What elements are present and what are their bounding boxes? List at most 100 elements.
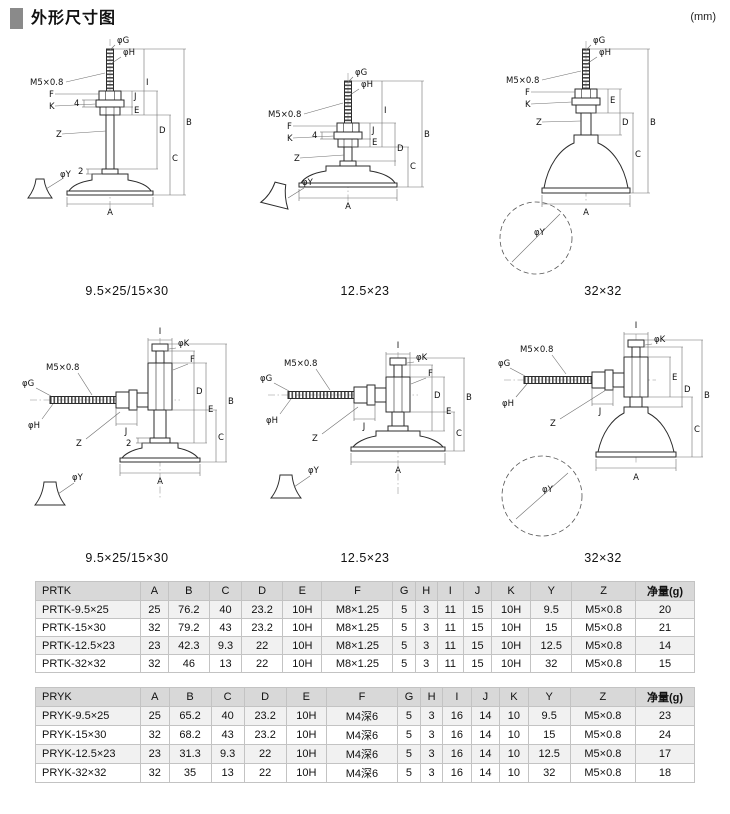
- value-cell: 9.5: [527, 706, 571, 726]
- value-cell: 3: [420, 744, 444, 764]
- value-cell: 23: [140, 636, 169, 655]
- dimension-drawing-horizontal-small: I φK F M5×0.8 φG φH J Z 2 D E B C A φY: [22, 327, 234, 506]
- value-cell: 10H: [490, 654, 532, 673]
- value-cell: M8×1.25: [321, 600, 394, 619]
- value-cell: 12.5: [530, 636, 573, 655]
- dimension-drawing-upright-small: φG φH M5×0.8 F K 4 Z 2 J E I D C B A φY: [26, 36, 192, 218]
- dim-Z-label: Z: [294, 154, 300, 164]
- column-header: D: [243, 687, 287, 707]
- dim-phiH-label: φH: [361, 80, 373, 90]
- page-header: 外形尺寸图 (mm): [0, 0, 730, 31]
- dimension-labels: I φK M5×0.8 φG φH J Z E D B C A φY: [498, 321, 710, 495]
- fitting-body: [259, 73, 397, 210]
- column-header: A: [140, 687, 170, 707]
- diagram-horizontal-12.5x23: I φK F M5×0.8 φG φH J Z D E B C A φY 12.…: [246, 300, 484, 565]
- value-cell: 21: [635, 618, 695, 637]
- dimension-labels: I φK F M5×0.8 φG φH J Z D E B C A φY: [260, 341, 472, 476]
- column-header: Z: [571, 581, 636, 601]
- value-cell: 43: [208, 618, 243, 637]
- value-cell: 10: [499, 725, 529, 745]
- dim-E-label: E: [610, 96, 615, 106]
- value-cell: 5: [396, 706, 422, 726]
- value-cell: 10H: [490, 636, 532, 655]
- value-cell: 16: [442, 725, 472, 745]
- value-cell: 11: [436, 654, 465, 673]
- dim-phiY-label: φY: [72, 473, 84, 483]
- value-cell: 14: [470, 725, 501, 745]
- fitting-body: [29, 338, 200, 506]
- column-header: F: [325, 687, 398, 707]
- value-cell: 10: [499, 763, 529, 783]
- model-cell: PRTK-32×32: [35, 654, 141, 673]
- model-cell: PRTK-15×30: [35, 618, 141, 637]
- value-cell: 23.2: [241, 618, 284, 637]
- dim-phiG-label: φG: [260, 374, 272, 384]
- model-cell: PRYK-9.5×25: [35, 706, 141, 726]
- value-cell: 10H: [282, 654, 323, 673]
- value-cell: 12.5: [527, 744, 571, 764]
- value-cell: 11: [436, 600, 465, 619]
- dim-C-label: C: [635, 150, 641, 160]
- dim-A-label: A: [395, 466, 401, 476]
- unit-label: (mm): [690, 11, 716, 23]
- dim-F-label: F: [428, 369, 433, 379]
- column-header: K: [499, 687, 529, 707]
- dim-B-label: B: [228, 397, 234, 407]
- value-cell: 32: [530, 654, 573, 673]
- dim-E-label: E: [208, 405, 213, 415]
- value-cell: 5: [396, 725, 422, 745]
- dim-D-label: D: [622, 118, 629, 128]
- value-cell: 3: [420, 706, 444, 726]
- value-cell: 32: [140, 618, 169, 637]
- diagram-caption: 12.5×23: [340, 284, 390, 298]
- dim-K-label: K: [287, 134, 293, 144]
- value-cell: 13: [210, 763, 245, 783]
- column-header: D: [241, 581, 284, 601]
- dim-phiK-label: φK: [654, 335, 666, 345]
- column-header: E: [282, 581, 323, 601]
- value-cell: 10: [499, 744, 529, 764]
- value-cell: 10H: [490, 600, 532, 619]
- dim-phiG-label: φG: [117, 36, 129, 46]
- dim-phiG-label: φG: [355, 68, 367, 78]
- value-cell: M5×0.8: [571, 600, 636, 619]
- dim-phiH-label: φH: [502, 399, 514, 409]
- dim-phiY-label: φY: [60, 170, 72, 180]
- value-cell: 9.3: [210, 744, 245, 764]
- diagram-caption: 9.5×25/15×30: [85, 551, 169, 565]
- table-series-name: PRYK: [35, 687, 141, 707]
- model-cell: PRYK-12.5×23: [35, 744, 141, 764]
- value-cell: 5: [396, 744, 422, 764]
- dim-D-label: D: [434, 391, 441, 401]
- value-cell: 32: [527, 763, 571, 783]
- value-cell: 22: [243, 763, 287, 783]
- value-cell: 15: [635, 654, 695, 673]
- dimension-lines: [530, 44, 650, 207]
- diagram-grid-row1: φG φH M5×0.8 F K 4 Z 2 J E I D C B A φY …: [8, 33, 722, 298]
- diagram-grid-row2: I φK F M5×0.8 φG φH J Z 2 D E B C A φY 9…: [8, 300, 722, 565]
- value-cell: 23: [635, 706, 695, 726]
- dim-A-label: A: [157, 477, 163, 487]
- dim-phiH-label: φH: [28, 421, 40, 431]
- model-cell: PRTK-12.5×23: [35, 636, 141, 655]
- column-header: C: [210, 687, 245, 707]
- pad-side-cone: [26, 178, 53, 199]
- dim-Z-label: Z: [550, 419, 556, 429]
- value-cell: 15: [530, 618, 573, 637]
- dimension-labels: φG φH M5×0.8 F K Z E D C B A φY: [506, 36, 656, 238]
- value-cell: 15: [463, 600, 492, 619]
- dim-I-label: I: [146, 78, 149, 88]
- model-cell: PRYK-15×30: [35, 725, 141, 745]
- value-cell: 10H: [285, 706, 327, 726]
- dimension-labels: φG φH M5×0.8 F K 4 Z 2 J E I D C B A φY: [30, 36, 192, 218]
- pad-bottom-view-circle: [501, 455, 582, 537]
- value-cell: 3: [414, 636, 438, 655]
- diagram-horizontal-9.5x25: I φK F M5×0.8 φG φH J Z 2 D E B C A φY 9…: [8, 300, 246, 565]
- value-cell: M4深6: [325, 744, 398, 764]
- value-cell: 32: [140, 654, 169, 673]
